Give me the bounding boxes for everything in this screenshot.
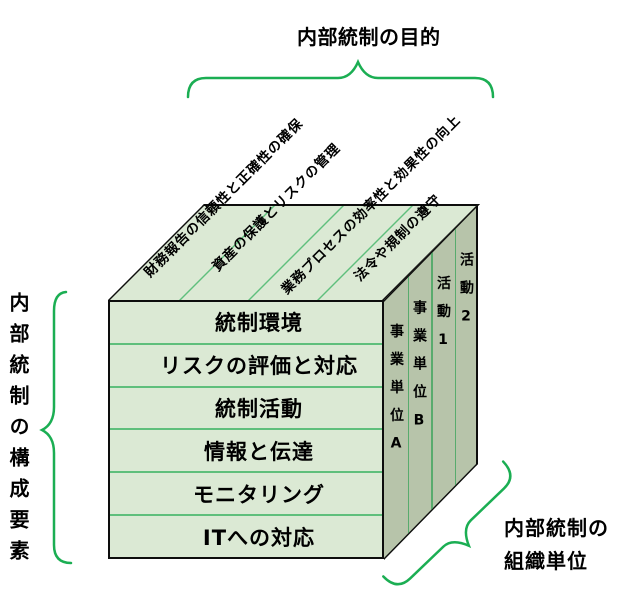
brace-left-icon: [39, 290, 73, 565]
org-unit-column: 事業単位A: [388, 323, 404, 466]
component-row: ITへの対応: [110, 514, 382, 557]
right-face-divider: [431, 252, 433, 511]
brace-top-icon: [186, 58, 495, 99]
component-row: モニタリング: [110, 471, 382, 514]
right-face-divider: [407, 276, 410, 535]
org-units-axis-label: 内部統制の 組織単位: [504, 512, 609, 578]
component-row: 統制環境: [215, 311, 303, 336]
org-units-axis-line2: 組織単位: [504, 549, 588, 573]
org-unit-column: 活動1: [435, 275, 451, 362]
page-title: 内部統制の目的: [297, 25, 441, 49]
org-unit-column: 活動2: [458, 252, 474, 339]
right-face-divider: [454, 228, 457, 487]
components-axis-label: 内部統制の構成要素: [6, 292, 30, 571]
component-row: 情報と伝達: [110, 428, 382, 471]
component-row: リスクの評価と対応: [110, 342, 382, 386]
cube-front-face: 統制環境 リスクの評価と対応 統制活動 情報と伝達 モニタリング ITへの対応: [108, 300, 384, 559]
org-unit-column: 事業単位B: [411, 300, 427, 443]
org-units-axis-line1: 内部統制の: [504, 516, 609, 540]
component-row: 統制活動: [110, 385, 382, 429]
